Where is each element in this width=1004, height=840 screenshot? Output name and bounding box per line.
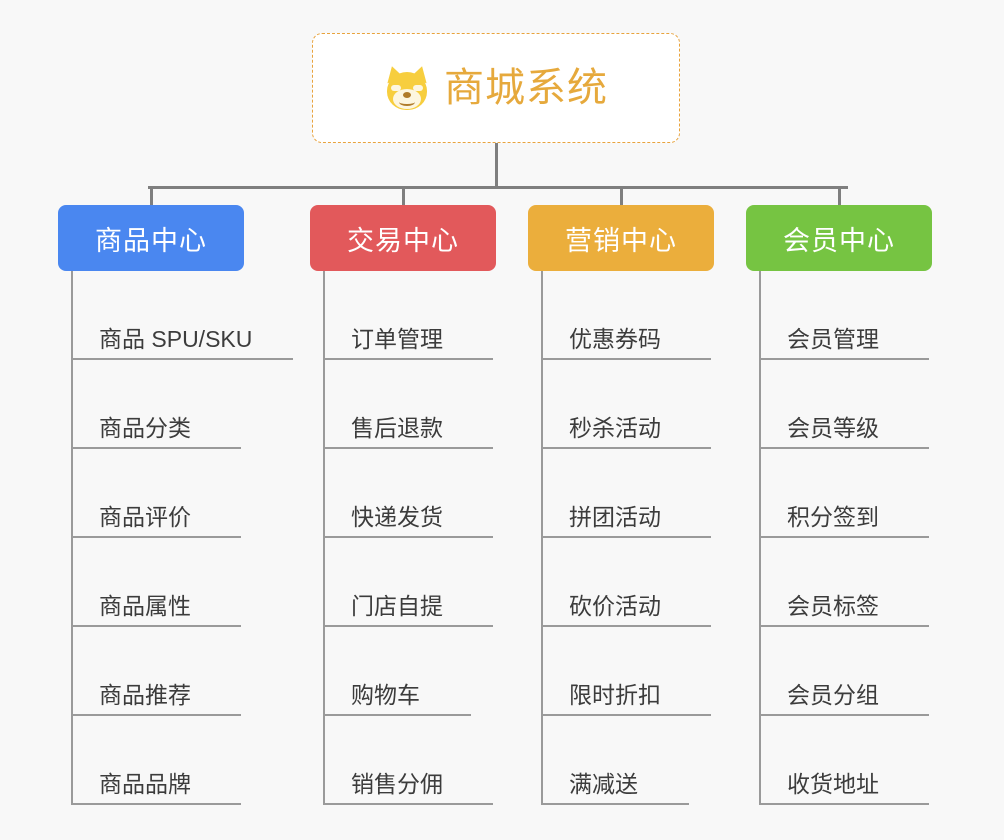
list-item-label: 满减送 bbox=[569, 770, 638, 797]
list-item[interactable]: 商品分类 bbox=[73, 360, 241, 449]
list-item-label: 积分签到 bbox=[787, 503, 879, 530]
shiba-eye-left bbox=[391, 85, 401, 91]
list-item-label: 商品 SPU/SKU bbox=[99, 325, 253, 352]
list-item-label: 拼团活动 bbox=[569, 503, 661, 530]
list-item-label: 会员管理 bbox=[787, 325, 879, 352]
connector-root-stem bbox=[495, 143, 498, 189]
shiba-dog-icon bbox=[383, 63, 431, 111]
list-item-label: 商品评价 bbox=[99, 503, 191, 530]
root-node-mall-system[interactable]: 商城系统 bbox=[312, 33, 680, 143]
list-item-label: 购物车 bbox=[351, 681, 420, 708]
column-body-1: 商品 SPU/SKU 商品分类商品评价商品属性商品推荐商品品牌 bbox=[71, 271, 293, 805]
list-item-label: 售后退款 bbox=[351, 414, 443, 441]
column-header-2[interactable]: 交易中心 bbox=[310, 205, 496, 271]
list-item-label: 商品分类 bbox=[99, 414, 191, 441]
list-item[interactable]: 会员管理 bbox=[761, 271, 929, 360]
list-item-label: 门店自提 bbox=[351, 592, 443, 619]
list-item-label: 商品推荐 bbox=[99, 681, 191, 708]
column-1: 商品中心商品 SPU/SKU 商品分类商品评价商品属性商品推荐商品品牌 bbox=[58, 205, 293, 805]
list-item[interactable]: 售后退款 bbox=[325, 360, 493, 449]
list-item-label: 订单管理 bbox=[351, 325, 443, 352]
shiba-eye-right bbox=[413, 85, 423, 91]
list-item-label: 会员标签 bbox=[787, 592, 879, 619]
list-item-label: 收货地址 bbox=[787, 770, 879, 797]
list-item[interactable]: 积分签到 bbox=[761, 449, 929, 538]
column-body-3: 优惠券码秒杀活动拼团活动砍价活动限时折扣满减送 bbox=[541, 271, 714, 805]
list-item-label: 砍价活动 bbox=[569, 592, 661, 619]
column-3: 营销中心优惠券码秒杀活动拼团活动砍价活动限时折扣满减送 bbox=[528, 205, 714, 805]
list-item[interactable]: 快递发货 bbox=[325, 449, 493, 538]
list-item[interactable]: 商品 SPU/SKU bbox=[73, 271, 293, 360]
list-item[interactable]: 会员分组 bbox=[761, 627, 929, 716]
list-item[interactable]: 秒杀活动 bbox=[543, 360, 711, 449]
list-item[interactable]: 商品评价 bbox=[73, 449, 241, 538]
list-item[interactable]: 销售分佣 bbox=[325, 716, 493, 805]
column-header-label: 交易中心 bbox=[347, 225, 459, 256]
shiba-mouth bbox=[399, 98, 415, 106]
column-header-1[interactable]: 商品中心 bbox=[58, 205, 244, 271]
list-item-label: 销售分佣 bbox=[351, 770, 443, 797]
connector-horizontal-bus bbox=[148, 186, 848, 189]
list-item[interactable]: 商品推荐 bbox=[73, 627, 241, 716]
column-body-2: 订单管理售后退款快递发货门店自提购物车销售分佣 bbox=[323, 271, 496, 805]
list-item[interactable]: 满减送 bbox=[543, 716, 689, 805]
column-header-4[interactable]: 会员中心 bbox=[746, 205, 932, 271]
list-item[interactable]: 门店自提 bbox=[325, 538, 493, 627]
column-body-4: 会员管理会员等级积分签到会员标签会员分组收货地址 bbox=[759, 271, 932, 805]
connector-drop-3 bbox=[620, 186, 623, 208]
list-item-label: 商品属性 bbox=[99, 592, 191, 619]
list-item[interactable]: 购物车 bbox=[325, 627, 471, 716]
list-item[interactable]: 砍价活动 bbox=[543, 538, 711, 627]
list-item[interactable]: 收货地址 bbox=[761, 716, 929, 805]
list-item-label: 快递发货 bbox=[351, 503, 443, 530]
shiba-nose bbox=[403, 92, 411, 98]
list-item-label: 秒杀活动 bbox=[569, 414, 661, 441]
list-item[interactable]: 会员等级 bbox=[761, 360, 929, 449]
column-header-label: 会员中心 bbox=[783, 225, 895, 256]
column-header-label: 营销中心 bbox=[565, 225, 677, 256]
root-title: 商城系统 bbox=[444, 66, 608, 110]
connector-drop-1 bbox=[150, 186, 153, 208]
list-item[interactable]: 商品品牌 bbox=[73, 716, 241, 805]
connector-drop-2 bbox=[402, 186, 405, 208]
list-item-label: 商品品牌 bbox=[99, 770, 191, 797]
column-4: 会员中心会员管理会员等级积分签到会员标签会员分组收货地址 bbox=[746, 205, 932, 805]
list-item[interactable]: 拼团活动 bbox=[543, 449, 711, 538]
connector-drop-4 bbox=[838, 186, 841, 208]
list-item-label: 优惠券码 bbox=[569, 325, 661, 352]
list-item[interactable]: 订单管理 bbox=[325, 271, 493, 360]
column-header-label: 商品中心 bbox=[95, 225, 207, 256]
list-item[interactable]: 商品属性 bbox=[73, 538, 241, 627]
list-item[interactable]: 会员标签 bbox=[761, 538, 929, 627]
list-item-label: 会员分组 bbox=[787, 681, 879, 708]
column-2: 交易中心订单管理售后退款快递发货门店自提购物车销售分佣 bbox=[310, 205, 496, 805]
list-item-label: 会员等级 bbox=[787, 414, 879, 441]
list-item[interactable]: 限时折扣 bbox=[543, 627, 711, 716]
list-item-label: 限时折扣 bbox=[569, 681, 661, 708]
column-header-3[interactable]: 营销中心 bbox=[528, 205, 714, 271]
list-item[interactable]: 优惠券码 bbox=[543, 271, 711, 360]
